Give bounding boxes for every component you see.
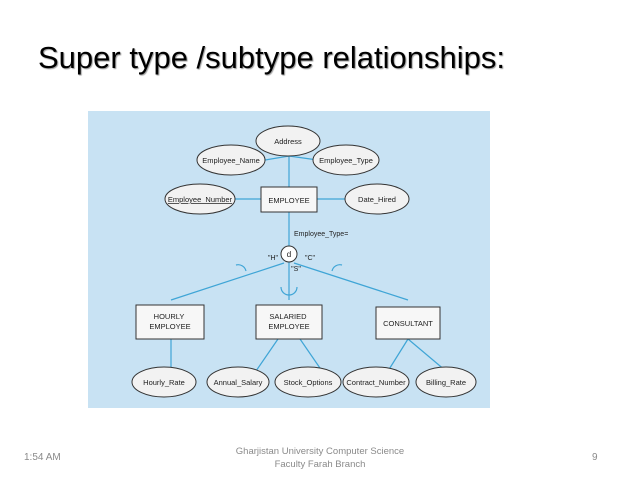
footer-time: 1:54 AM: [24, 452, 61, 463]
attr-annual-salary-label: Annual_Salary: [214, 378, 263, 387]
attr-contract-number: [342, 366, 410, 398]
footer-institution-line2: Faculty Farah Branch: [274, 459, 366, 470]
attr-billing-rate: [415, 366, 477, 398]
entity-consultant-label: CONSULTANT: [383, 319, 433, 328]
entity-salaried-employee: [255, 304, 323, 340]
footer-page-number: 9: [592, 452, 598, 463]
attr-date-hired: [344, 183, 410, 215]
attr-employee-number-label: Employee_Number: [168, 195, 233, 204]
attr-stock-options-label: Stock_Options: [284, 378, 333, 387]
er-diagram: Address Employee_Name Employee_Type Empl…: [88, 111, 490, 408]
attr-hourly-rate-label: Hourly_Rate: [143, 378, 185, 387]
discriminator-label: Employee_Type=: [294, 231, 348, 238]
attr-employee-type-label: Employee_Type: [319, 156, 373, 165]
attr-employee-name-label: Employee_Name: [202, 156, 260, 165]
entity-hourly-line2: EMPLOYEE: [149, 322, 190, 331]
attr-employee-name: [196, 144, 266, 176]
connector-lines: [170, 155, 447, 372]
entity-hourly-employee: [135, 304, 205, 340]
footer-institution: Gharjistan University Computer Science F…: [210, 445, 430, 471]
supertype-attributes: Address Employee_Name Employee_Type Empl…: [164, 125, 410, 215]
subtype-attributes: Hourly_Rate Annual_Salary Stock_Options …: [131, 366, 477, 398]
attr-employee-number: [164, 183, 236, 215]
attr-employee-type: [312, 144, 380, 176]
disc-value-c: "C": [305, 255, 316, 262]
attr-contract-number-label: Contract_Number: [346, 378, 406, 387]
entity-salaried-line1: SALARIED: [269, 312, 307, 321]
disc-value-s: "S": [291, 266, 301, 273]
disc-value-h: "H": [268, 255, 279, 262]
attr-annual-salary: [206, 366, 270, 398]
er-diagram-canvas: Address Employee_Name Employee_Type Empl…: [131, 125, 477, 398]
disjoint-circle: [280, 245, 298, 263]
attr-address: [255, 125, 321, 157]
attr-address-label: Address: [274, 137, 302, 146]
attr-hourly-rate: [131, 366, 197, 398]
entity-hourly-line1: HOURLY: [154, 312, 185, 321]
entity-salaried-employee-label: SALARIED EMPLOYEE: [268, 312, 309, 331]
attr-date-hired-label: Date_Hired: [358, 195, 396, 204]
entity-consultant: [375, 306, 441, 340]
subtype-entities: HOURLY EMPLOYEE SALARIED EMPLOYEE CONSUL…: [135, 304, 441, 340]
slide-title: Super type /subtype relationships:: [38, 40, 505, 75]
entity-employee: [260, 186, 318, 213]
entity-employee-label: EMPLOYEE: [268, 196, 309, 205]
entity-hourly-employee-label: HOURLY EMPLOYEE: [149, 312, 190, 331]
attr-billing-rate-label: Billing_Rate: [426, 378, 466, 387]
attr-stock-options: [274, 366, 342, 398]
footer-institution-line1: Gharjistan University Computer Science: [235, 446, 405, 457]
entity-salaried-line2: EMPLOYEE: [268, 322, 309, 331]
disjoint-symbol: d: [287, 250, 291, 259]
